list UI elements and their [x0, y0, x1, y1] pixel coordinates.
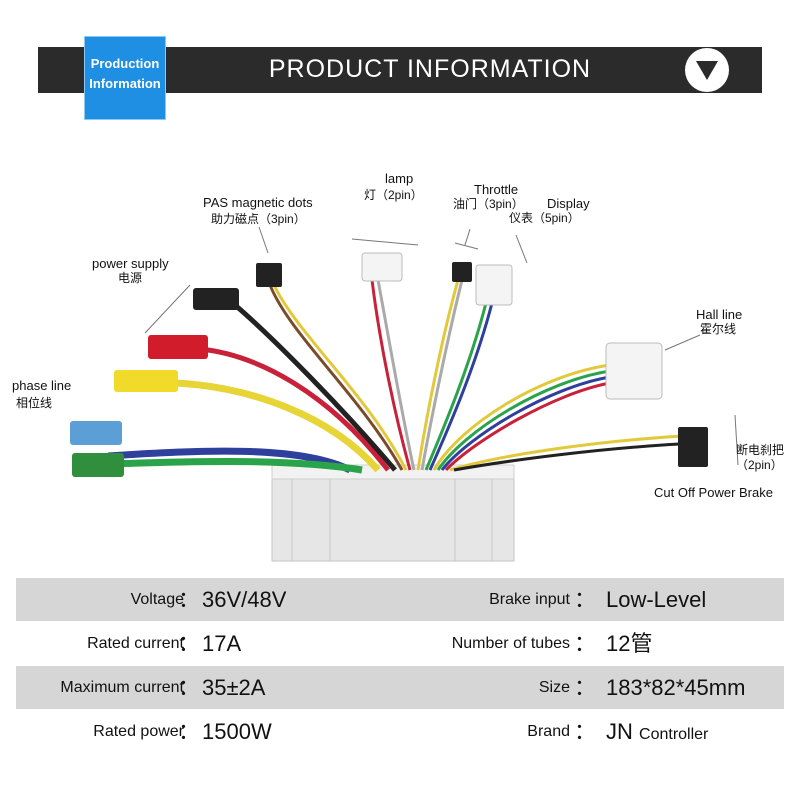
pas-label-cn: 助力磁点（3pin）: [211, 212, 306, 226]
power-supply-label-cn: 电源: [118, 271, 143, 285]
hall-line-label: Hall line: [696, 307, 743, 322]
brake-pin-label: （2pin）: [736, 458, 783, 472]
spec-value-suffix: Controller: [639, 726, 709, 743]
spec-colon: ：: [178, 631, 201, 656]
production-information-badge: Production Information: [84, 36, 166, 120]
spec-key: Brake input: [489, 591, 570, 608]
spec-value: 36V/48V: [202, 587, 287, 612]
spec-value: 17A: [202, 631, 242, 656]
throttle-label-cn: 油门（3pin）: [453, 197, 524, 211]
spec-row: Rated current ： 17A Number of tubes ： 12…: [16, 622, 784, 665]
phase-line-label: phase line: [12, 378, 72, 393]
spec-value-main: Low-Level: [606, 587, 707, 612]
spec-key: Number of tubes: [451, 635, 570, 652]
spec-value-main: 183*82*45mm: [606, 675, 746, 700]
page-title: PRODUCT INFORMATION: [268, 55, 592, 83]
chevron-down-button[interactable]: [685, 48, 729, 92]
pas-label: PAS magnetic dots: [203, 195, 313, 210]
spec-table: Voltage ： 36V/48V Brake input ： Low-Leve…: [16, 578, 784, 753]
spec-value: 35±2A: [202, 675, 266, 700]
controller-wiring-diagram: PAS magnetic dots 助力磁点（3pin） lamp 灯（2pin…: [0, 125, 800, 565]
spec-colon: ：: [574, 587, 597, 612]
lamp-label: lamp: [385, 171, 414, 186]
spec-row: Maximum current ： 35±2A Size ： 183*82*45…: [16, 666, 784, 709]
spec-key: Maximum current: [60, 679, 184, 696]
hall-line-label-cn: 霍尔线: [700, 322, 737, 336]
display-label: Display: [547, 196, 590, 211]
spec-value: Low-Level: [606, 578, 706, 621]
phase-line-label-cn: 相位线: [16, 396, 53, 410]
lamp-label-cn: 灯（2pin）: [364, 188, 423, 202]
display-label-cn: 仪表（5pin）: [509, 211, 580, 225]
spec-colon: ：: [574, 675, 597, 700]
spec-key: Voltage: [130, 591, 184, 608]
brake-label: Cut Off Power Brake: [654, 485, 773, 500]
badge-line-1: Production: [90, 56, 160, 71]
spec-row: Voltage ： 36V/48V Brake input ： Low-Leve…: [16, 578, 784, 621]
spec-colon: ：: [574, 719, 597, 744]
spec-key: Size: [538, 679, 570, 696]
spec-colon: ：: [574, 631, 597, 656]
spec-colon: ：: [178, 587, 201, 612]
spec-row: Rated power ： 1500W Brand ： JN Controlle…: [16, 710, 784, 753]
spec-colon: ：: [178, 675, 201, 700]
controller-illustration: [70, 226, 739, 562]
brake-label-cn: 断电刹把: [736, 443, 785, 457]
chevron-down-icon: [696, 61, 718, 80]
spec-key: Rated power: [93, 723, 184, 740]
spec-value: JN Controller: [606, 710, 708, 753]
power-supply-label: power supply: [92, 256, 169, 271]
spec-value-main: JN: [606, 719, 633, 744]
spec-key: Rated current: [87, 635, 184, 652]
throttle-label: Throttle: [474, 182, 519, 197]
spec-key: Brand: [527, 723, 570, 740]
spec-value: 12管: [606, 622, 652, 665]
spec-colon: ：: [178, 719, 201, 744]
badge-line-2: Information: [89, 76, 161, 91]
spec-value: 183*82*45mm: [606, 666, 745, 709]
spec-value: 1500W: [202, 719, 272, 744]
spec-value-main: 12管: [606, 631, 653, 656]
